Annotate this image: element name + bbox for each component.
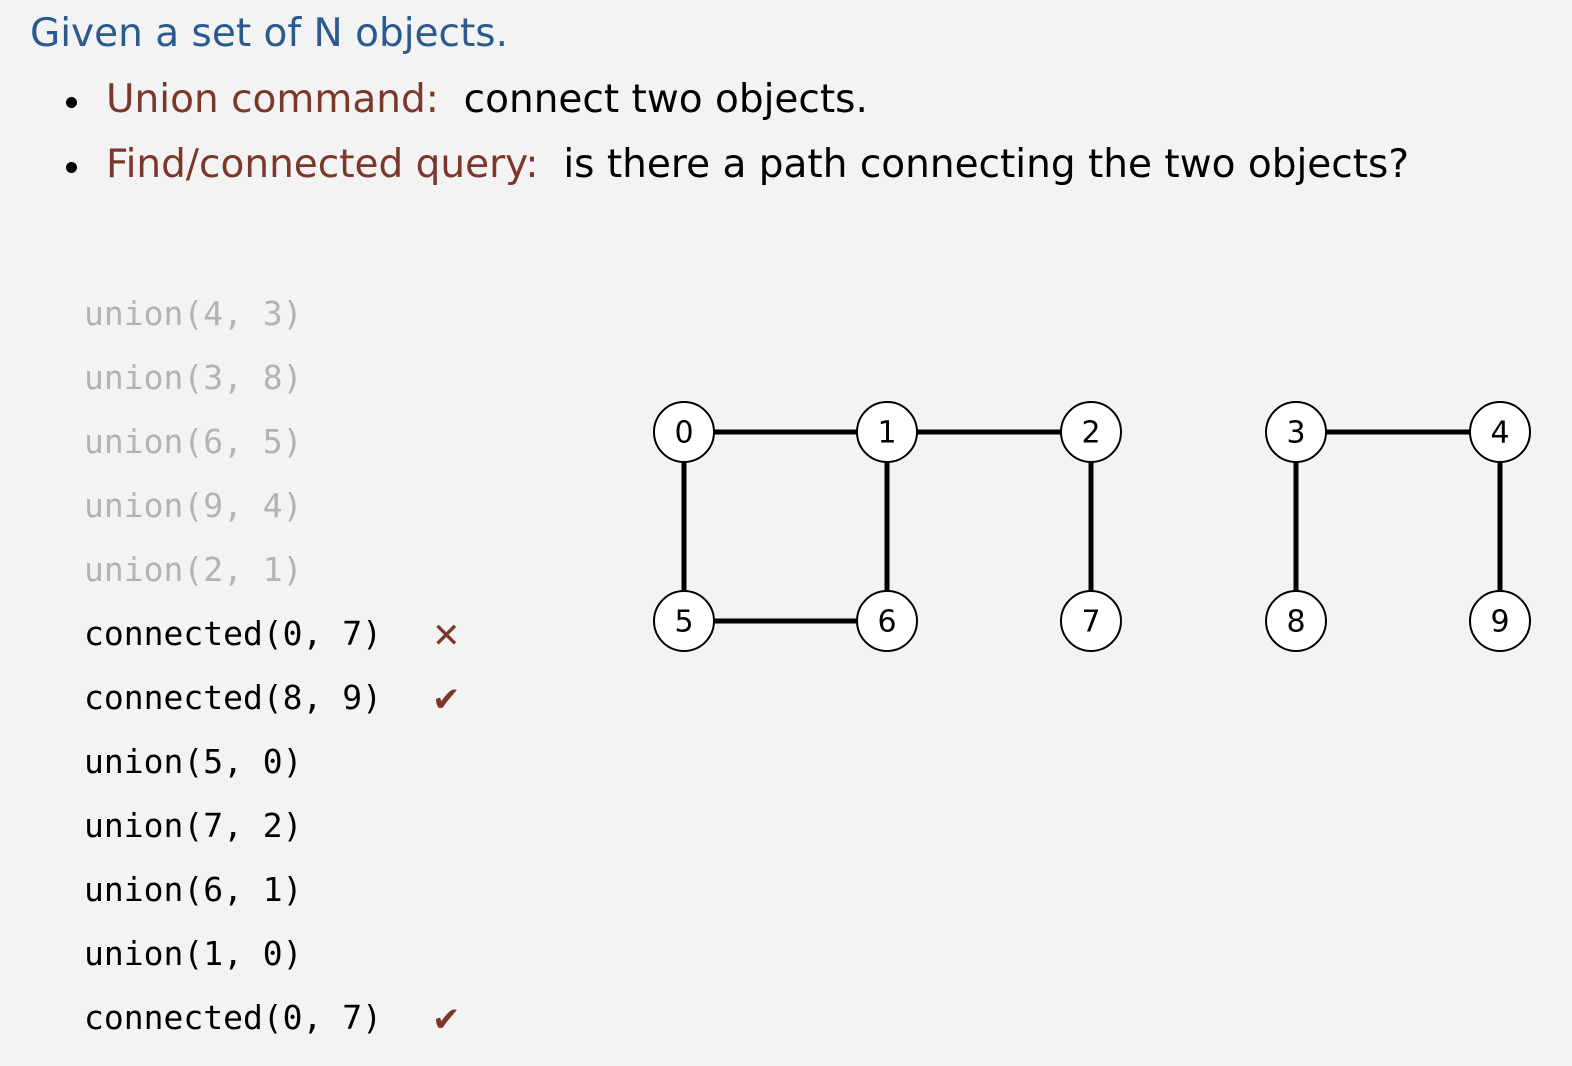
bullet-description: connect two objects. — [463, 77, 868, 122]
operation-text: union(1, 0) — [84, 934, 303, 973]
operation-item: union(7, 2) — [84, 802, 382, 866]
node-7: 7 — [1060, 590, 1122, 652]
check-icon: ✔ — [432, 680, 461, 720]
node-circle — [1469, 590, 1531, 652]
node-3: 3 — [1265, 401, 1327, 463]
operation-text: union(3, 8) — [84, 358, 303, 397]
operation-item: union(3, 8) — [84, 354, 382, 418]
node-2: 2 — [1060, 401, 1122, 463]
node-label: 9 — [1490, 605, 1509, 640]
operation-item: union(4, 3) — [84, 290, 382, 354]
operation-text: union(6, 5) — [84, 422, 303, 461]
node-label: 0 — [674, 416, 693, 451]
node-label: 1 — [877, 416, 896, 451]
check-icon: ✔ — [432, 1000, 461, 1040]
node-5: 5 — [653, 590, 715, 652]
operation-item: union(5, 0) — [84, 738, 382, 802]
node-0: 0 — [653, 401, 715, 463]
operation-text: union(6, 1) — [84, 870, 303, 909]
bullet-dot — [66, 97, 77, 108]
operation-text: union(2, 1) — [84, 550, 303, 589]
operation-text: union(9, 4) — [84, 486, 303, 525]
bullet-dot — [66, 162, 77, 173]
definition-list: Union command: connect two objects. Find… — [62, 76, 1409, 206]
node-circle — [1469, 401, 1531, 463]
operation-item: union(9, 4) — [84, 482, 382, 546]
operation-text: connected(0, 7) — [84, 614, 383, 653]
operation-item: connected(8, 9) ✔ — [84, 674, 461, 738]
operation-item: union(2, 1) — [84, 546, 382, 610]
node-circle — [856, 401, 918, 463]
bullet-term: Union command: — [106, 77, 439, 122]
bullet-union: Union command: connect two objects. — [62, 76, 1409, 124]
operation-item: connected(0, 7) ✔ — [84, 994, 461, 1058]
node-6: 6 — [856, 590, 918, 652]
node-label: 8 — [1286, 605, 1305, 640]
cross-icon: ✕ — [432, 616, 461, 656]
node-1: 1 — [856, 401, 918, 463]
operation-text: connected(0, 7) — [84, 998, 383, 1037]
operation-text: connected(8, 9) — [84, 678, 383, 717]
operation-text: union(7, 2) — [84, 806, 303, 845]
operation-item: connected(0, 7) ✕ — [84, 610, 461, 674]
node-circle — [653, 590, 715, 652]
operation-text: union(5, 0) — [84, 742, 303, 781]
node-4: 4 — [1469, 401, 1531, 463]
node-label: 5 — [674, 605, 693, 640]
graph-nodes: 0 1 2 3 4 5 6 7 8 9 — [653, 401, 1531, 652]
operation-item: union(6, 1) — [84, 866, 382, 930]
node-circle — [1265, 590, 1327, 652]
node-circle — [1060, 401, 1122, 463]
node-circle — [856, 590, 918, 652]
node-8: 8 — [1265, 590, 1327, 652]
bullet-term: Find/connected query: — [106, 142, 539, 187]
node-9: 9 — [1469, 590, 1531, 652]
operation-list: union(4, 3) union(3, 8) union(6, 5) union(9… — [84, 290, 461, 1058]
node-label: 6 — [877, 605, 896, 640]
node-label: 7 — [1081, 605, 1100, 640]
graph-edges — [681, 429, 1503, 624]
node-label: 2 — [1081, 416, 1100, 451]
node-label: 4 — [1490, 416, 1509, 451]
node-label: 3 — [1286, 416, 1305, 451]
slide-heading: Given a set of N objects. — [30, 11, 508, 56]
operation-text: union(4, 3) — [84, 294, 303, 333]
operation-item: union(1, 0) — [84, 930, 382, 994]
bullet-find: Find/connected query: is there a path co… — [62, 141, 1409, 189]
operation-item: union(6, 5) — [84, 418, 382, 482]
node-circle — [1265, 401, 1327, 463]
node-circle — [653, 401, 715, 463]
node-circle — [1060, 590, 1122, 652]
bullet-description: is there a path connecting the two objec… — [563, 142, 1410, 187]
